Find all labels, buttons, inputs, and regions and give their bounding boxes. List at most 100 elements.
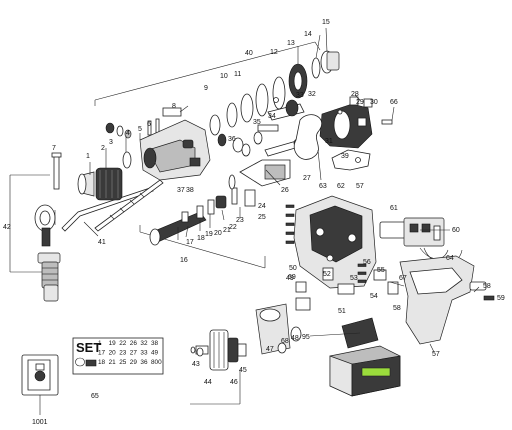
label-49: 49	[286, 275, 294, 282]
label-7: 7	[52, 145, 56, 152]
label-35: 35	[253, 119, 261, 126]
label-5: 5	[138, 126, 142, 133]
label-50: 50	[289, 265, 297, 272]
label-63: 63	[319, 183, 327, 190]
set-cell: 22	[119, 340, 127, 347]
chuck-small-parts	[105, 118, 160, 169]
label-46: 46	[230, 379, 238, 386]
label-44: 44	[204, 379, 212, 386]
label-28: 28	[351, 91, 359, 98]
set-cell: 19	[109, 340, 117, 347]
set-cell: 800	[151, 359, 162, 366]
pin-7	[51, 152, 62, 190]
label-68: 68	[281, 338, 289, 345]
label-36: 36	[228, 136, 236, 143]
switch-parts-51-55	[295, 221, 409, 311]
set-cell: 33	[140, 350, 148, 357]
label-29: 29	[356, 99, 364, 106]
leader-lines	[39, 27, 480, 415]
label-62: 62	[337, 183, 345, 190]
label-6: 6	[147, 121, 151, 128]
label-16: 16	[180, 257, 188, 264]
label-52: 52	[323, 271, 331, 278]
label-26: 26	[281, 187, 289, 194]
gear-ring-series	[209, 50, 340, 136]
screw-set	[285, 204, 367, 283]
set-cell: 27	[130, 350, 138, 357]
label-58-left: 58	[393, 305, 401, 312]
label-51: 51	[338, 308, 346, 315]
label-8: 8	[172, 103, 176, 110]
label-12: 12	[270, 49, 278, 56]
set-cell: 23	[119, 350, 127, 357]
stator-47	[255, 303, 291, 355]
label-33: 33	[296, 92, 304, 99]
chuck-cap-2	[77, 171, 95, 197]
bearing-parts-35-36	[217, 124, 279, 157]
armature-45	[195, 329, 247, 371]
label-42: 42	[3, 224, 11, 231]
label-37: 37	[177, 187, 185, 194]
set-cell: 49	[151, 350, 159, 357]
set-cell: 26	[130, 340, 138, 347]
label-64: 64	[446, 255, 454, 262]
label-23: 23	[236, 217, 244, 224]
label-1: 1	[86, 153, 90, 160]
label-15: 15	[322, 19, 330, 26]
label-40: 40	[245, 50, 253, 57]
label-57-bottom: 57	[432, 351, 440, 358]
label-47: 47	[266, 346, 274, 353]
label-11: 11	[234, 71, 241, 78]
label-39: 39	[341, 153, 349, 160]
chuck-body-3	[95, 167, 123, 201]
set-cell: 20	[109, 350, 117, 357]
label-45: 45	[239, 367, 247, 374]
set-cell: 21	[109, 359, 117, 366]
label-48: 48	[291, 335, 299, 342]
housing-shell-57	[293, 195, 377, 289]
handle-shell-57	[399, 255, 495, 345]
part-labels: 1 2 3 4 5 6 7 8 9 10 11 12 13 14 15 16 1…	[3, 19, 505, 426]
label-19: 19	[205, 231, 213, 238]
label-13: 13	[287, 40, 295, 47]
label-24: 24	[258, 203, 266, 210]
label-30: 30	[370, 99, 378, 106]
electronics-module-60	[403, 217, 445, 247]
label-18: 18	[197, 235, 205, 242]
label-2: 2	[101, 145, 105, 152]
motor-housing-28	[319, 103, 373, 149]
label-20: 20	[214, 230, 222, 237]
tool-holder-barrel	[149, 187, 238, 246]
battery-box-1001	[21, 354, 59, 396]
drill-bit	[94, 179, 164, 232]
label-34: 34	[268, 113, 276, 120]
label-32: 32	[308, 91, 316, 98]
bracket-part-39	[331, 149, 371, 171]
label-38: 38	[186, 187, 194, 194]
set-cell: 29	[130, 359, 138, 366]
label-66: 66	[390, 99, 398, 106]
label-10: 10	[220, 73, 228, 80]
seal-43-44	[190, 346, 204, 357]
label-58-right: 58	[483, 283, 491, 290]
label-9: 9	[204, 85, 208, 92]
label-69: 69	[288, 274, 296, 281]
set-cell: 25	[119, 359, 127, 366]
label-55: 55	[377, 267, 385, 274]
label-56: 56	[363, 259, 371, 266]
label-27: 27	[303, 175, 311, 182]
label-54: 54	[370, 293, 378, 300]
brush-parts-29-30	[349, 96, 393, 125]
set-cell: 17	[98, 350, 106, 357]
label-57-top: 57	[356, 183, 364, 190]
label-95: 95	[302, 334, 310, 341]
label-25: 25	[258, 214, 266, 221]
depth-stop-rod	[61, 187, 154, 232]
motor-end-parts-48-68	[277, 326, 302, 354]
gear-housing-6	[139, 107, 211, 181]
bracket-40	[94, 41, 321, 106]
label-14: 14	[304, 31, 312, 38]
